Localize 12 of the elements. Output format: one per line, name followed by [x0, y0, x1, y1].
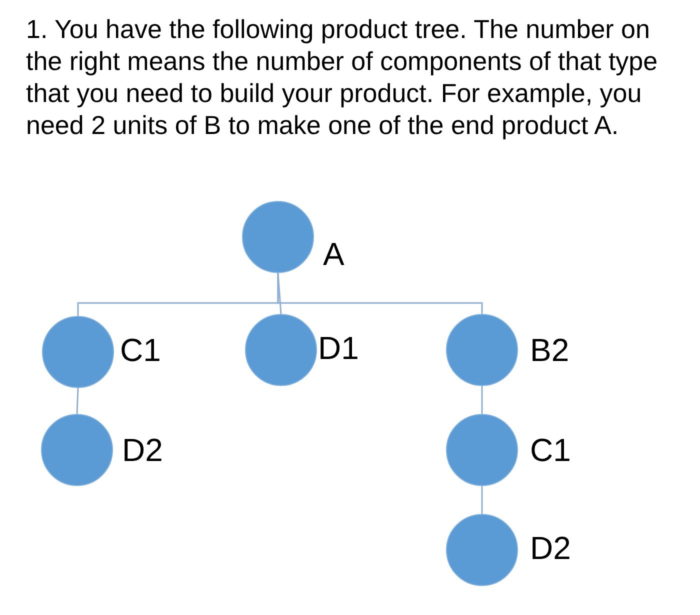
node-label: D2 [530, 529, 571, 567]
node-label: D2 [122, 431, 163, 469]
question-text: 1. You have the following product tree. The number on the right means the number of components of that type that you need to build your product. For example, you need 2 units of B to make one of the end product A. [26, 13, 659, 141]
node-label: C1 [530, 431, 571, 469]
connector-line [481, 486, 483, 514]
node-label: C1 [120, 331, 161, 369]
connector-line [481, 386, 483, 414]
node-label: D1 [318, 329, 359, 367]
node-label: B2 [530, 331, 570, 369]
connector-line [76, 388, 79, 414]
node-label: A [323, 235, 344, 273]
connector-line [277, 273, 483, 314]
